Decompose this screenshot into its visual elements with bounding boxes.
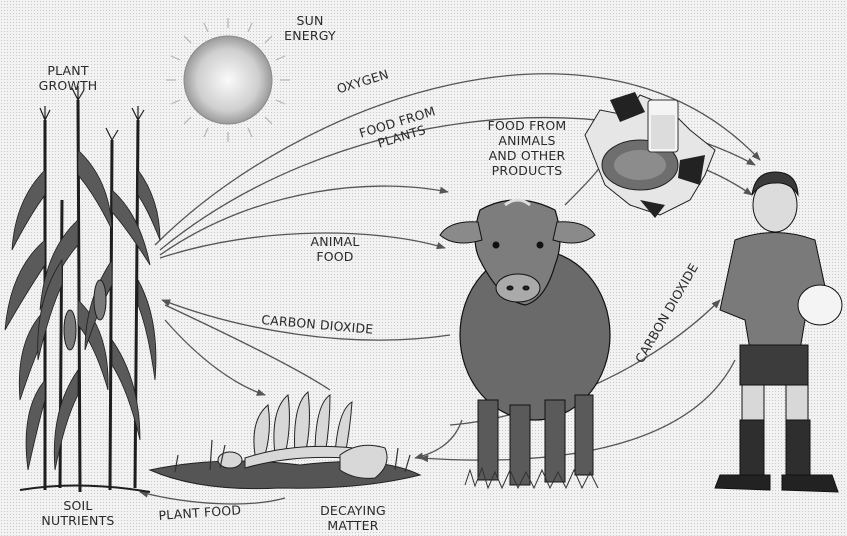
label-soil-nutrients-line1: SOIL [33, 498, 123, 513]
label-sun-energy-line1: SUN [270, 13, 350, 28]
label-decaying-matter-line2: MATTER [308, 518, 398, 533]
label-food-from-animals: FOOD FROM ANIMALS AND OTHER PRODUCTS [472, 118, 582, 178]
label-food-from-animals-line1: FOOD FROM [472, 118, 582, 133]
boy-with-ball-illustration [715, 172, 842, 492]
label-animal-food-line2: FOOD [300, 249, 370, 264]
arrow-cow-to-decay [415, 420, 462, 458]
label-soil-nutrients-line2: NUTRIENTS [33, 513, 123, 528]
label-sun-energy: SUN ENERGY [270, 13, 350, 43]
label-food-from-animals-line4: PRODUCTS [472, 163, 582, 178]
label-animal-food: ANIMAL FOOD [300, 234, 370, 264]
label-decaying-matter: DECAYING MATTER [308, 503, 398, 533]
label-plant-growth-line2: GROWTH [28, 78, 108, 93]
label-soil-nutrients: SOIL NUTRIENTS [33, 498, 123, 528]
label-sun-energy-line2: ENERGY [270, 28, 350, 43]
label-plant-growth-line1: PLANT [28, 63, 108, 78]
label-plant-growth: PLANT GROWTH [28, 63, 108, 93]
meat-and-milk-illustration [585, 92, 715, 218]
decaying-skeleton-illustration [150, 392, 420, 489]
arrow-plant-food [140, 492, 285, 504]
arrow-plants-to-decay [165, 320, 265, 395]
corn-plants-illustration [5, 86, 160, 492]
label-decaying-matter-line1: DECAYING [308, 503, 398, 518]
cow-illustration [440, 200, 610, 488]
label-animal-food-line1: ANIMAL [300, 234, 370, 249]
label-food-from-animals-line3: AND OTHER [472, 148, 582, 163]
label-food-from-animals-line2: ANIMALS [472, 133, 582, 148]
